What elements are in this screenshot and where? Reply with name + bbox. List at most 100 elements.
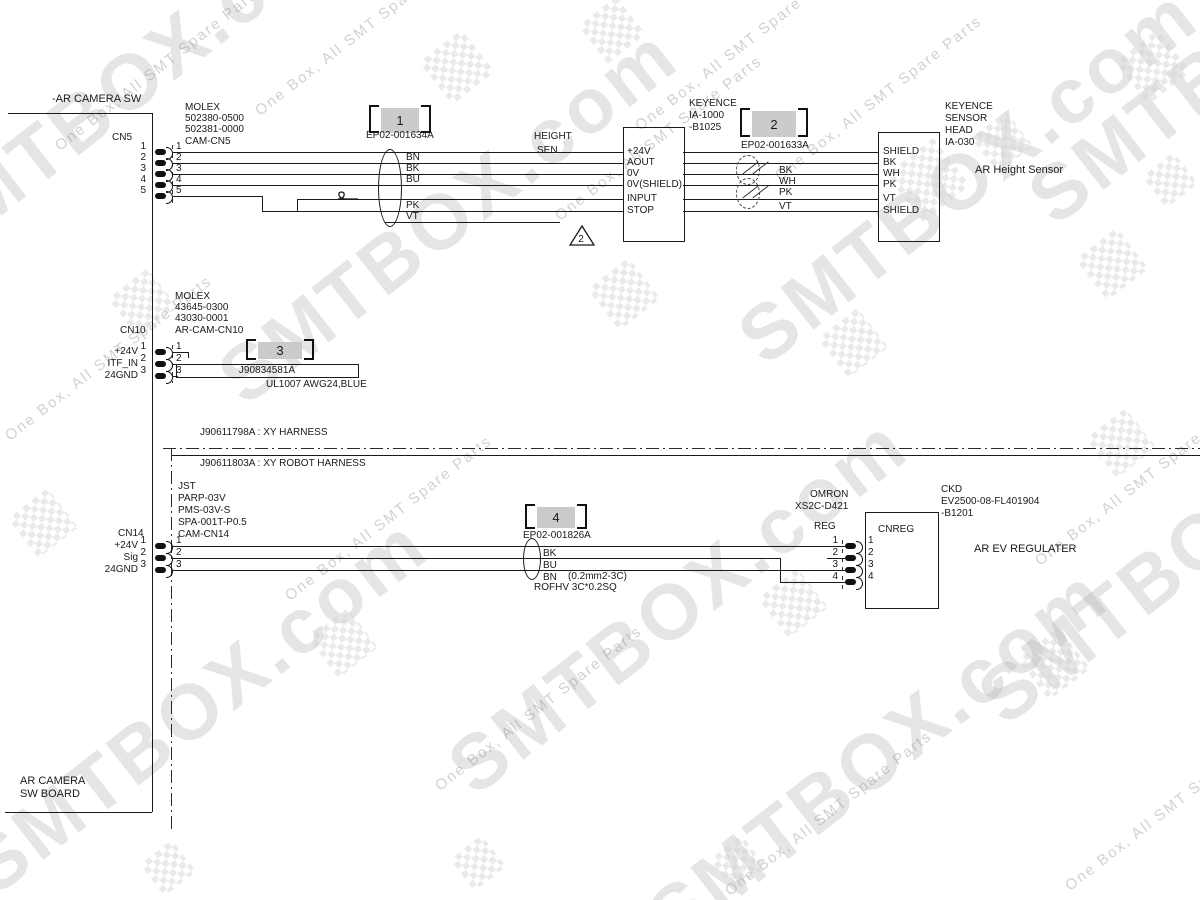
cn5-pin-number: 2 (176, 152, 182, 163)
head-pin-label: VT (883, 193, 896, 204)
cable-bundle-ellipse (378, 149, 402, 227)
wire (683, 163, 878, 165)
head-pin-label: SHIELD (883, 205, 920, 216)
amp-pin-label: 0V(SHIELD) (627, 179, 683, 190)
pin-contact-icon (155, 182, 166, 188)
cn5-part2: 502381-0000 (185, 124, 244, 135)
wire-color-label: BK (543, 548, 557, 559)
tag-bracket (246, 339, 256, 360)
pin-contact-icon (155, 543, 166, 549)
wire-color-label: BN (543, 572, 557, 583)
cn10-pin-number: 3 (140, 365, 146, 376)
board-outline-right (152, 113, 154, 812)
pin-contact-icon (155, 373, 166, 379)
cn14-pin-number: 2 (140, 547, 146, 558)
tag-bracket (740, 108, 750, 137)
cn14-pin-number: 1 (140, 535, 146, 546)
cable-part-number: EP02-001826A (523, 530, 591, 541)
cable-spec: ROFHV 3C*0.2SQ (534, 582, 617, 593)
cn10-part2: 43030-0001 (175, 313, 229, 324)
wire (173, 570, 845, 572)
regulator-suffix: -B1201 (941, 508, 974, 519)
cn5-pin-number: 3 (176, 163, 182, 174)
wire-color-label: BU (543, 560, 557, 571)
signal-group-label: HEIGHT (534, 131, 572, 142)
head-pin-label: WH (883, 168, 900, 179)
amp-model: IA-1000 (689, 110, 725, 121)
wire-color-label: BK (406, 163, 420, 174)
regulator-maker: CKD (941, 484, 963, 495)
cn10-signal: ITF_IN (107, 358, 138, 369)
tag-number: 4 (537, 507, 575, 528)
amp-pin-label: 0V (627, 168, 640, 179)
wire (297, 199, 623, 201)
wire (683, 211, 878, 213)
amp-pin-label: +24V (627, 146, 651, 157)
cn10-pin-number: 2 (140, 353, 146, 364)
cn14-signal: 24GND (104, 564, 138, 575)
wire (188, 352, 190, 358)
board-name-line2: SW BOARD (20, 788, 80, 800)
tag-bracket (421, 105, 431, 133)
pin-contact-icon (856, 540, 863, 554)
pin-contact-icon (856, 576, 863, 590)
amp-maker: KEYENCE (689, 98, 737, 109)
tag-number: 3 (258, 342, 302, 359)
cn10-part1: 43645-0300 (175, 302, 229, 313)
cable-spec: (0.2mm2-3C) (568, 571, 627, 582)
reg-model: XS2C-D421 (795, 501, 849, 512)
cn5-pin-number: 4 (140, 174, 146, 185)
pin-contact-icon (856, 552, 863, 566)
reg-pin-number: 1 (832, 535, 838, 546)
pin-contact-icon (155, 555, 166, 561)
cn14-signal: Sig (123, 552, 138, 563)
cnreg-pin-number: 4 (868, 571, 874, 582)
cn14-ref: CAM-CN14 (178, 529, 230, 540)
cnreg-name: CNREG (878, 524, 915, 535)
wire (173, 364, 178, 366)
pin-contact-icon (845, 567, 856, 573)
cn10-label: CN10 (120, 325, 146, 336)
wire-color-label: VT (406, 211, 419, 222)
cnreg-pin-number: 3 (868, 559, 874, 570)
head-caption: AR Height Sensor (975, 164, 1064, 176)
tag-number: 2 (752, 111, 796, 137)
reg-pin-number: 2 (832, 547, 838, 558)
board-title: -AR CAMERA SW (52, 93, 142, 105)
cable-run-box (176, 363, 359, 378)
head-pin-label: SHIELD (883, 146, 920, 157)
regulator-model: EV2500-08-FL401904 (941, 496, 1040, 507)
sensor-head-block (878, 132, 940, 242)
cnreg-pin-number: 1 (868, 535, 874, 546)
reg-maker: OMRON (810, 489, 849, 500)
cn5-part1: 502380-0500 (185, 113, 244, 124)
spare-wire-coil-icon (337, 191, 358, 200)
cn14-pin-number: 1 (176, 535, 182, 546)
head-pin-label: BK (883, 157, 897, 168)
cn10-pin-number: 1 (140, 341, 146, 352)
cn10-ref: AR-CAM-CN10 (175, 325, 244, 336)
cn14-part2: PMS-03V-S (178, 505, 231, 516)
pin-contact-icon (155, 193, 166, 199)
head-type: SENSOR (945, 113, 988, 124)
cn10-pin-number: 1 (176, 341, 182, 352)
cn10-signal: 24GND (104, 370, 138, 381)
head-maker: KEYENCE (945, 101, 993, 112)
wire (262, 211, 623, 213)
tag-bracket (304, 339, 314, 360)
amp-suffix: -B1025 (689, 122, 722, 133)
watermark-qr-pattern (1075, 227, 1149, 301)
cn10-pin-number: 3 (176, 365, 182, 376)
regulator-caption: AR EV REGULATER (974, 543, 1077, 555)
pin-contact-icon (845, 579, 856, 585)
head-type2: HEAD (945, 125, 973, 136)
harness-boundary-line (163, 448, 1200, 450)
cn5-pin-number: 2 (140, 152, 146, 163)
cn5-pin-number: 5 (140, 185, 146, 196)
wire (173, 352, 188, 354)
pin-contact-icon (155, 171, 166, 177)
signal-label: SEN (537, 145, 558, 156)
tag-bracket (798, 108, 808, 137)
pin-contact-icon (155, 160, 166, 166)
cable-bundle-ellipse (523, 538, 541, 580)
